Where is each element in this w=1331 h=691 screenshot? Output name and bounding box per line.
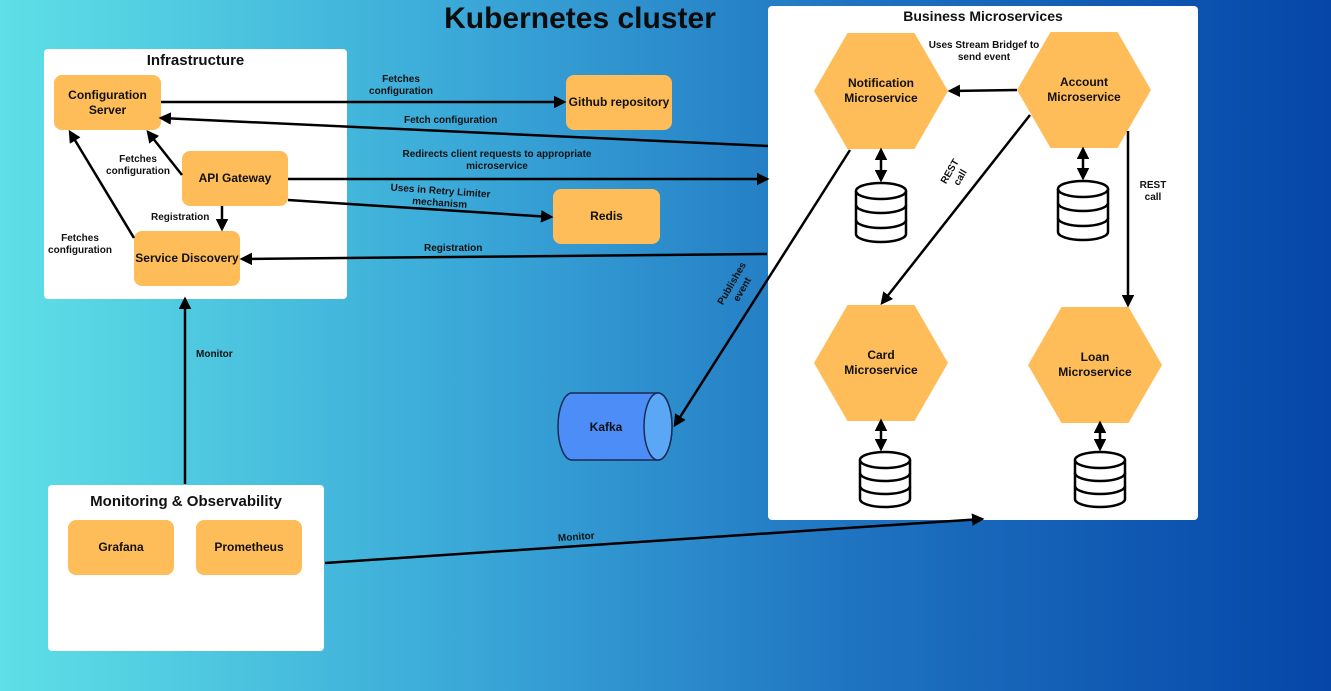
grafana-node[interactable]: Grafana xyxy=(68,520,174,575)
loan-microservice-node[interactable]: Loan Microservice xyxy=(1028,307,1162,423)
label-rest-call-loan: REST call xyxy=(1139,180,1167,203)
edge-account-to-card xyxy=(880,114,1031,305)
label-registration-ms: Registration xyxy=(424,243,483,254)
account-microservice-node[interactable]: Account Microservice xyxy=(1017,32,1151,148)
edge-sd-to-config xyxy=(68,129,136,239)
edge-ms-registration xyxy=(239,252,768,266)
api-gateway-label: API Gateway xyxy=(198,171,272,185)
label-stream-bridge: Uses Stream Bridgef to send event xyxy=(928,40,1040,63)
business-microservices-title: Business Microservices xyxy=(903,8,1063,24)
account-database-icon xyxy=(1056,179,1110,242)
notification-microservice-label: Notification Microservice xyxy=(844,76,918,105)
account-microservice-label: Account Microservice xyxy=(1047,75,1121,104)
label-redirects: Redirects client requests to appropriate… xyxy=(402,149,592,172)
redis-label: Redis xyxy=(590,209,623,223)
loan-microservice-label: Loan Microservice xyxy=(1058,350,1132,379)
label-fetch-configuration: Fetch configuration xyxy=(404,115,498,126)
redis-node[interactable]: Redis xyxy=(553,189,660,244)
prometheus-node[interactable]: Prometheus xyxy=(196,520,302,575)
label-fetches-configuration-github: Fetches configuration xyxy=(369,74,433,97)
infrastructure-title: Infrastructure xyxy=(146,52,245,69)
service-discovery-label: Service Discovery xyxy=(135,251,239,265)
github-repository-label: Github repository xyxy=(568,95,670,109)
monitoring-title: Monitoring & Observability xyxy=(90,493,282,510)
edge-monitor-ms xyxy=(324,513,985,565)
label-gateway-fetches: Fetches configuration xyxy=(106,154,170,177)
label-monitor-sd: Monitor xyxy=(196,349,233,360)
label-sd-fetches: Fetches configuration xyxy=(48,233,112,256)
grafana-label: Grafana xyxy=(98,540,144,554)
kafka-node[interactable]: Kafka xyxy=(557,392,673,461)
edge-gateway-to-redis xyxy=(287,198,554,223)
card-database-icon xyxy=(858,450,912,509)
configuration-server-label: Configuration Server xyxy=(68,87,147,117)
notification-database-icon xyxy=(854,181,908,244)
edge-notification-to-kafka xyxy=(673,149,852,428)
edge-account-to-notification xyxy=(947,84,1018,98)
service-discovery-node[interactable]: Service Discovery xyxy=(134,231,240,286)
edge-ms-fetch-config xyxy=(158,112,769,148)
kafka-label: Kafka xyxy=(590,420,623,434)
label-gateway-registration: Registration xyxy=(151,212,210,223)
api-gateway-node[interactable]: API Gateway xyxy=(182,151,288,206)
prometheus-label: Prometheus xyxy=(214,540,284,554)
label-monitor-ms: Monitor xyxy=(557,530,595,545)
card-microservice-label: Card Microservice xyxy=(844,348,918,377)
diagram-title: Kubernetes cluster xyxy=(444,2,716,35)
loan-database-icon xyxy=(1073,450,1127,509)
edge-gateway-to-config xyxy=(146,130,183,176)
github-repository-node[interactable]: Github repository xyxy=(566,75,672,130)
configuration-server-node[interactable]: Configuration Server xyxy=(54,75,161,130)
